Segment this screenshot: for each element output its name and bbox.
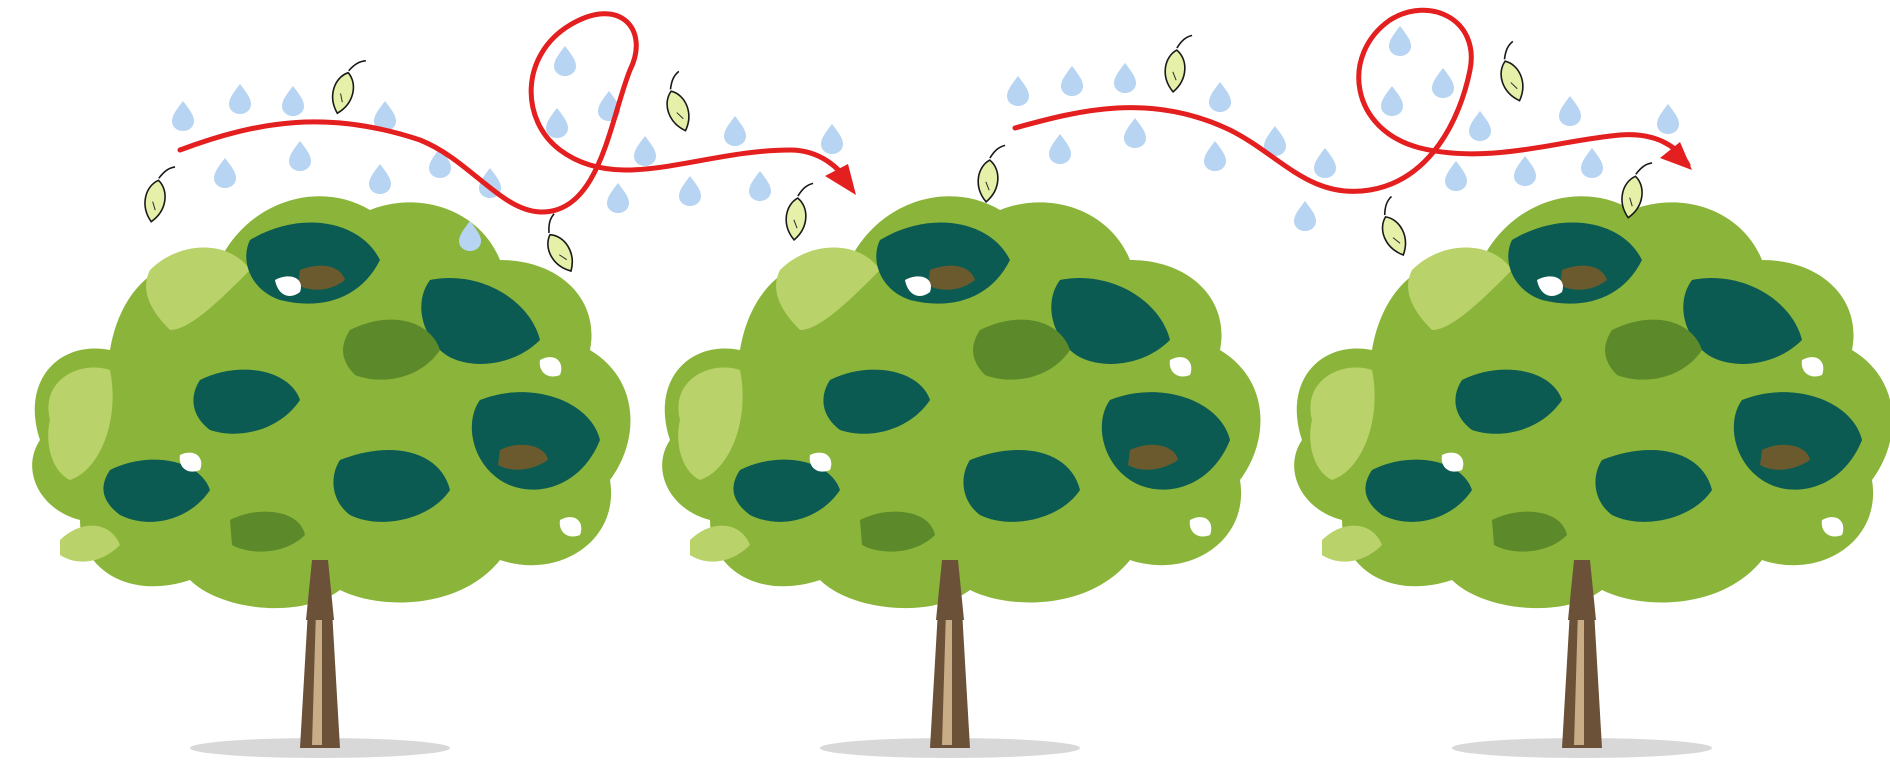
- wind-arrow-right-head: [1660, 142, 1692, 170]
- wind-arrow-left: [180, 14, 850, 212]
- tree-left: [32, 196, 630, 758]
- wind-arrow-left-head: [825, 164, 856, 195]
- tree-middle: [662, 196, 1260, 758]
- tree-right: [1294, 196, 1890, 758]
